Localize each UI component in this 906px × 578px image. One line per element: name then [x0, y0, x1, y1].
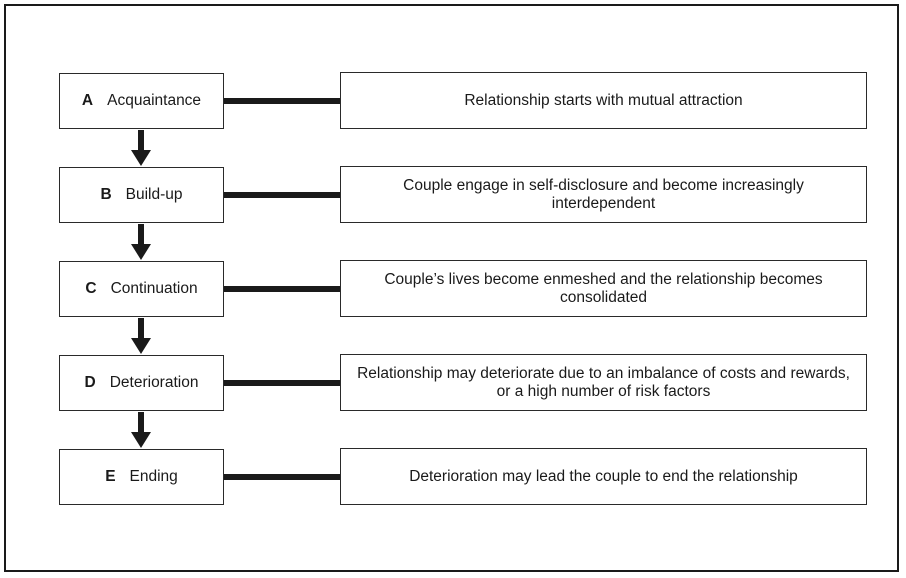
stage-box-ending: E Ending [59, 449, 224, 505]
stage-box-continuation: C Continuation [59, 261, 224, 317]
stage-description: Couple’s lives become enmeshed and the r… [384, 270, 823, 306]
stage-name: Build-up [125, 186, 183, 203]
stage-name: Acquaintance [107, 92, 202, 109]
stage-box-deterioration: D Deterioration [59, 355, 224, 411]
stage-box-build-up: B Build-up [59, 167, 224, 223]
diagram-frame: A Acquaintance Relationship starts with … [4, 4, 899, 572]
connector-line [224, 98, 340, 104]
stage-description: Relationship starts with mutual attracti… [464, 91, 743, 109]
stage-name: Ending [129, 468, 178, 485]
connector-line [224, 474, 340, 480]
stage-name: Deterioration [109, 374, 199, 391]
stage-letter: C [85, 280, 97, 297]
down-arrow-icon [131, 412, 151, 448]
stage-description: Relationship may deteriorate due to an i… [357, 364, 850, 400]
stage-letter: B [100, 186, 112, 203]
stage-letter: E [105, 468, 116, 485]
connector-line [224, 380, 340, 386]
stage-box-acquaintance: A Acquaintance [59, 73, 224, 129]
stage-letter: A [81, 92, 94, 109]
description-box-deterioration: Relationship may deteriorate due to an i… [340, 354, 867, 411]
description-box-build-up: Couple engage in self-disclosure and bec… [340, 166, 867, 223]
stage-description: Deterioration may lead the couple to end… [409, 467, 798, 485]
description-box-continuation: Couple’s lives become enmeshed and the r… [340, 260, 867, 317]
down-arrow-icon [131, 224, 151, 260]
down-arrow-icon [131, 318, 151, 354]
down-arrow-icon [131, 130, 151, 166]
stage-name: Continuation [110, 280, 198, 297]
stage-description: Couple engage in self-disclosure and bec… [403, 176, 804, 212]
stage-letter: D [84, 374, 96, 391]
description-box-ending: Deterioration may lead the couple to end… [340, 448, 867, 505]
connector-line [224, 286, 340, 292]
description-box-acquaintance: Relationship starts with mutual attracti… [340, 72, 867, 129]
connector-line [224, 192, 340, 198]
